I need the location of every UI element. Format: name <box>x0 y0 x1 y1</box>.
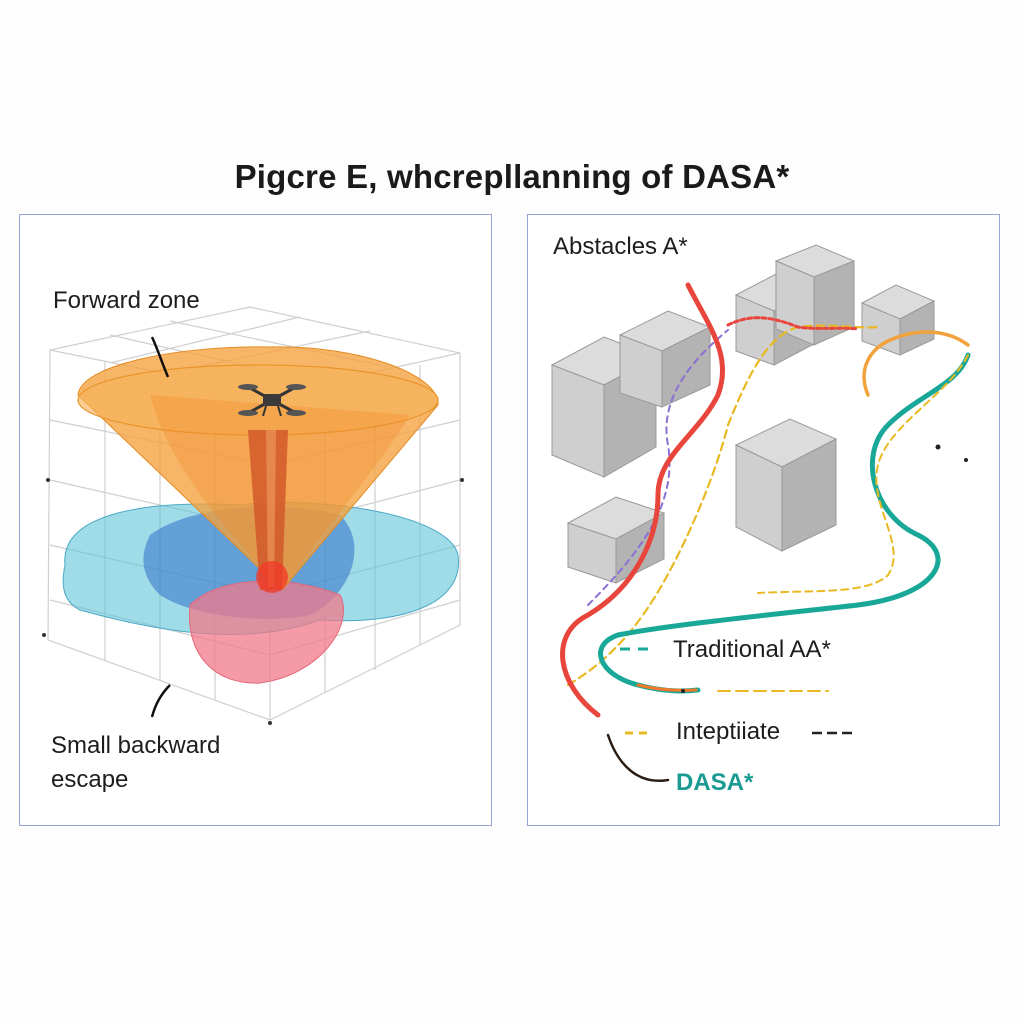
path-comparison-panel: Abstacles A* Traditional AA* Inteptiiate… <box>527 214 1000 826</box>
paths <box>560 282 971 783</box>
legend-swatch-traditional <box>620 647 648 651</box>
path-orange-short <box>636 683 698 692</box>
forward-zone-cone <box>77 346 439 593</box>
legend-label-traditional: Traditional AA* <box>673 636 831 663</box>
obstacle-block <box>774 244 856 346</box>
legend-swatch-intermediate <box>625 731 653 735</box>
path-dasa <box>598 352 971 694</box>
forward-zone-label: Forward zone <box>53 287 200 314</box>
obstacle-block <box>860 284 936 356</box>
drone-icon <box>238 384 306 417</box>
small-backward-escape-lobe <box>188 580 344 684</box>
obstacle-block <box>618 310 712 408</box>
obstacle-block <box>734 418 838 552</box>
legend-dash-marker <box>812 731 855 735</box>
figure-title: Pigcre E, whcrepllanning of DASA* <box>234 158 790 195</box>
obstacles <box>550 244 936 584</box>
path-comparison-diagram <box>550 244 971 783</box>
backward-pointer <box>150 684 171 718</box>
path-dasa-lower <box>606 733 670 783</box>
path-intermediate <box>757 354 969 594</box>
search-zone-diagram <box>42 306 464 725</box>
search-zone-panel: Forward zone Small backward escape <box>19 214 492 826</box>
path-traditional-astar <box>560 282 725 718</box>
path-dashed-yellow <box>566 324 880 687</box>
path-dashed-multicolor <box>587 329 729 606</box>
legend-label-dasa: DASA* <box>676 769 754 796</box>
forward-pointer <box>150 336 170 378</box>
path-traditional-astar-2 <box>726 316 860 331</box>
legend-label-intermediate: Inteptiiate <box>676 718 781 745</box>
backward-escape-label-line2: escape <box>51 766 129 793</box>
path-dasa-upper <box>862 330 970 397</box>
backward-escape-label-line1: Small backward <box>51 732 221 759</box>
obstacles-label: Abstacles A* <box>553 233 688 260</box>
